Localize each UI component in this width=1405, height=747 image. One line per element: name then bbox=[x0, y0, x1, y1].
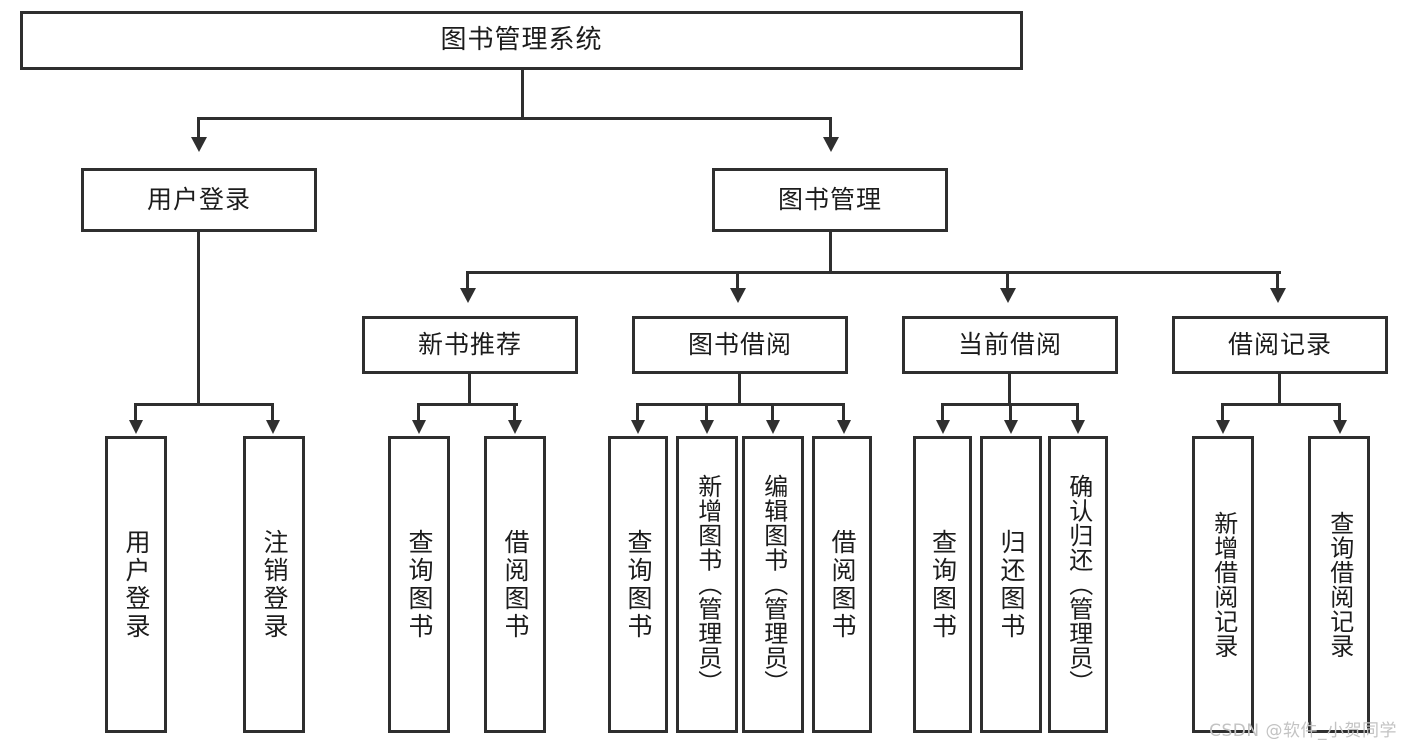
leaf-logout[interactable]: 注销登录 bbox=[243, 436, 305, 733]
connector-newbook-bus bbox=[417, 403, 518, 406]
arrow-current-leaf3 bbox=[1071, 420, 1085, 434]
connector-borrow-leaf4 bbox=[842, 403, 845, 421]
leaf-borrow-book-newbook[interactable]: 借阅图书 bbox=[484, 436, 546, 733]
leaf-borrow-book-newbook-label: 借阅图书 bbox=[501, 528, 530, 641]
leaf-logout-label: 注销登录 bbox=[260, 528, 289, 641]
node-book-borrow[interactable]: 图书借阅 bbox=[632, 316, 848, 374]
node-user-login-label: 用户登录 bbox=[146, 185, 251, 214]
connector-borrow-trunk bbox=[738, 374, 741, 403]
leaf-borrow-book-label: 借阅图书 bbox=[828, 528, 857, 641]
arrow-to-record bbox=[1270, 288, 1286, 303]
node-root-label: 图书管理系统 bbox=[440, 24, 603, 55]
arrow-to-newbook bbox=[460, 288, 476, 303]
arrow-login-leaf1 bbox=[129, 420, 143, 434]
connector-to-current bbox=[1006, 271, 1009, 289]
leaf-return-book[interactable]: 归还图书 bbox=[980, 436, 1042, 733]
node-book-borrow-label: 图书借阅 bbox=[687, 330, 792, 359]
leaf-query-borrow-record[interactable]: 查询借阅记录 bbox=[1308, 436, 1370, 733]
arrow-record-leaf2 bbox=[1333, 420, 1347, 434]
connector-newbook-trunk bbox=[468, 374, 471, 403]
leaf-query-book-newbook-label: 查询图书 bbox=[405, 528, 434, 641]
connector-login-bus bbox=[134, 403, 274, 406]
leaf-confirm-return-admin[interactable]: 确认归还（管理员） bbox=[1048, 436, 1108, 733]
leaf-confirm-return-admin-label: 确认归还（管理员） bbox=[1064, 474, 1093, 695]
leaf-add-borrow-record[interactable]: 新增借阅记录 bbox=[1192, 436, 1254, 733]
connector-login-leaf2 bbox=[271, 403, 274, 421]
arrow-borrow-leaf1 bbox=[631, 420, 645, 434]
arrow-current-leaf1 bbox=[936, 420, 950, 434]
connector-login-leaf1 bbox=[134, 403, 137, 421]
arrow-to-login bbox=[191, 137, 207, 152]
connector-current-leaf3 bbox=[1076, 403, 1079, 421]
leaf-query-borrow-record-label: 查询借阅记录 bbox=[1325, 511, 1354, 658]
watermark: CSDN @软件_小贺同学 bbox=[1209, 721, 1397, 741]
connector-current-leaf1 bbox=[941, 403, 944, 421]
node-current-borrow[interactable]: 当前借阅 bbox=[902, 316, 1118, 374]
connector-newbook-leaf1 bbox=[417, 403, 420, 421]
leaf-add-book-admin-label: 新增图书（管理员） bbox=[693, 474, 722, 695]
connector-record-bus bbox=[1221, 403, 1341, 406]
arrow-to-current bbox=[1000, 288, 1016, 303]
connector-to-login bbox=[197, 117, 200, 139]
connector-to-bookmgmt bbox=[829, 117, 832, 139]
leaf-add-book-admin[interactable]: 新增图书（管理员） bbox=[676, 436, 738, 733]
connector-root-trunk bbox=[521, 70, 524, 117]
node-root[interactable]: 图书管理系统 bbox=[20, 11, 1023, 70]
arrow-to-bookmgmt bbox=[823, 137, 839, 152]
leaf-query-book-current-label: 查询图书 bbox=[928, 528, 958, 641]
arrow-borrow-leaf3 bbox=[766, 420, 780, 434]
connector-current-trunk bbox=[1008, 374, 1011, 403]
node-book-management-label: 图书管理 bbox=[777, 185, 882, 214]
connector-borrow-leaf2 bbox=[705, 403, 708, 421]
arrow-borrow-leaf4 bbox=[837, 420, 851, 434]
node-new-book-recommend[interactable]: 新书推荐 bbox=[362, 316, 578, 374]
connector-current-leaf2 bbox=[1009, 403, 1012, 421]
leaf-user-login-label: 用户登录 bbox=[122, 528, 151, 641]
arrow-current-leaf2 bbox=[1004, 420, 1018, 434]
node-user-login[interactable]: 用户登录 bbox=[81, 168, 317, 232]
leaf-query-book-current[interactable]: 查询图书 bbox=[913, 436, 972, 733]
connector-newbook-leaf2 bbox=[513, 403, 516, 421]
node-book-management[interactable]: 图书管理 bbox=[712, 168, 948, 232]
connector-to-borrow bbox=[736, 271, 739, 289]
node-borrow-record[interactable]: 借阅记录 bbox=[1172, 316, 1388, 374]
node-new-book-recommend-label: 新书推荐 bbox=[417, 330, 522, 359]
arrow-newbook-leaf2 bbox=[508, 420, 522, 434]
leaf-edit-book-admin[interactable]: 编辑图书（管理员） bbox=[742, 436, 804, 733]
connector-borrow-leaf1 bbox=[636, 403, 639, 421]
leaf-return-book-label: 归还图书 bbox=[997, 528, 1026, 641]
connector-record-trunk bbox=[1278, 374, 1281, 403]
node-current-borrow-label: 当前借阅 bbox=[957, 330, 1062, 359]
connector-record-leaf1 bbox=[1221, 403, 1224, 421]
arrow-login-leaf2 bbox=[266, 420, 280, 434]
leaf-query-book-borrow[interactable]: 查询图书 bbox=[608, 436, 668, 733]
arrow-borrow-leaf2 bbox=[700, 420, 714, 434]
arrow-to-borrow bbox=[730, 288, 746, 303]
node-borrow-record-label: 借阅记录 bbox=[1227, 330, 1332, 359]
connector-to-record bbox=[1276, 271, 1279, 289]
connector-login-trunk bbox=[197, 232, 200, 403]
connector-borrow-bus bbox=[636, 403, 845, 406]
connector-bookmgmt-trunk bbox=[829, 232, 832, 271]
leaf-query-book-newbook[interactable]: 查询图书 bbox=[388, 436, 450, 733]
arrow-newbook-leaf1 bbox=[412, 420, 426, 434]
connector-root-bus bbox=[197, 117, 832, 120]
leaf-query-book-borrow-label: 查询图书 bbox=[624, 528, 653, 641]
connector-borrow-leaf3 bbox=[771, 403, 774, 421]
connector-to-newbook bbox=[466, 271, 469, 289]
arrow-record-leaf1 bbox=[1216, 420, 1230, 434]
connector-record-leaf2 bbox=[1338, 403, 1341, 421]
leaf-add-borrow-record-label: 新增借阅记录 bbox=[1209, 511, 1238, 658]
leaf-user-login[interactable]: 用户登录 bbox=[105, 436, 167, 733]
leaf-edit-book-admin-label: 编辑图书（管理员） bbox=[759, 474, 788, 695]
leaf-borrow-book[interactable]: 借阅图书 bbox=[812, 436, 872, 733]
connector-bookmgmt-bus bbox=[466, 271, 1281, 274]
